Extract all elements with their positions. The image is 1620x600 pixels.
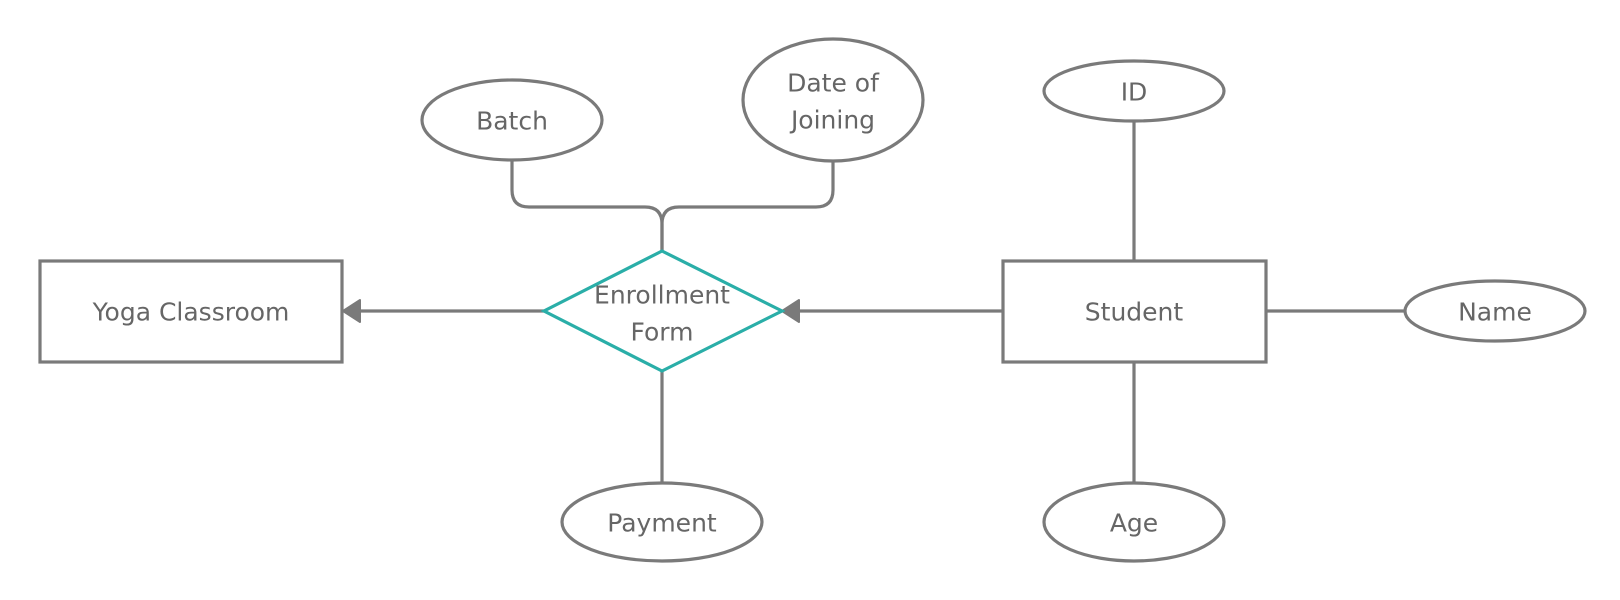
arrowhead-enrollment-form [781,299,800,323]
attribute-age-ellipse [1042,481,1226,563]
attribute-batch-label: Batch [476,107,548,136]
attribute-payment-ellipse [560,481,764,563]
attribute-batch-ellipse [420,78,604,162]
relationship-enrollment-form-diamond [540,249,786,373]
attribute-payment: Payment [560,481,764,563]
attribute-payment-label: Payment [607,509,717,538]
attribute-name-ellipse [1403,279,1587,343]
attribute-date-of-joining-ellipse [741,37,925,163]
attribute-date-of-joining: Date of Joining [741,37,925,163]
connector-batch-to-enrollment [510,160,664,252]
connectors [354,121,1406,483]
arrowheads [342,299,800,323]
entity-yoga-classroom-box [38,259,344,364]
attribute-age-label: Age [1110,509,1158,538]
attribute-id-ellipse [1042,59,1226,123]
relationship-enrollment-form-label-line1: Enrollment [594,281,730,310]
arrowhead-yoga-classroom [342,299,361,323]
attribute-batch: Batch [420,78,604,162]
attribute-name-label: Name [1458,298,1532,327]
entity-student: Student [1001,259,1268,364]
attribute-id: ID [1042,59,1226,123]
entity-yoga-classroom-label: Yoga Classroom [92,298,290,327]
relationship-enrollment-form: Enrollment Form [540,249,786,373]
attribute-date-of-joining-label-line2: Joining [789,106,875,135]
attribute-name: Name [1403,279,1587,343]
relationship-enrollment-form-label-line2: Form [631,318,694,347]
attribute-id-label: ID [1121,78,1148,107]
entity-yoga-classroom: Yoga Classroom [38,259,344,364]
entity-student-label: Student [1085,298,1184,327]
attribute-age: Age [1042,481,1226,563]
entity-student-box [1001,259,1268,364]
attribute-date-of-joining-label-line1: Date of [787,69,880,98]
connector-date-of-joining-to-enrollment [660,161,835,252]
